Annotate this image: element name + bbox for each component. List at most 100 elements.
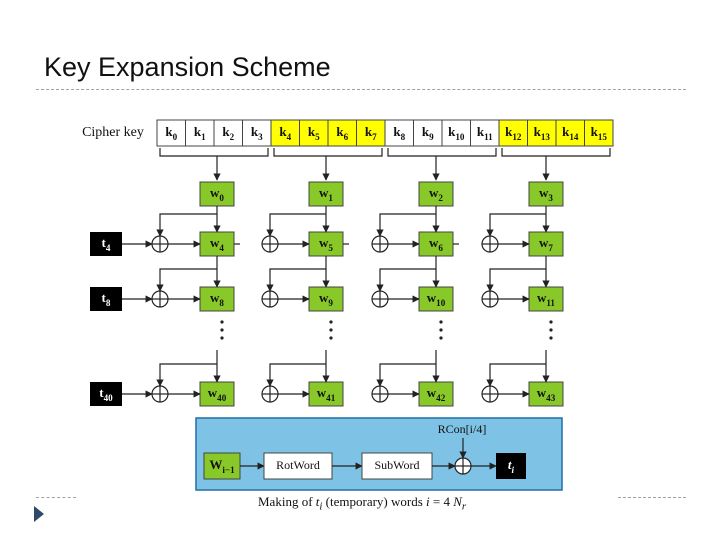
- ellipsis-dot: [220, 320, 224, 324]
- key-byte-cell: [498, 119, 528, 147]
- subword-box: [361, 452, 433, 480]
- ellipsis-dot: [549, 328, 553, 332]
- key-byte-label: k1: [194, 124, 206, 142]
- footer-divider-right: [618, 497, 686, 498]
- ellipsis-dot: [220, 328, 224, 332]
- word-to-xor-arrow: [486, 363, 546, 387]
- xor-icon: [371, 385, 389, 403]
- word-to-xor-arrow: [376, 363, 436, 387]
- xor-icon: [151, 290, 169, 308]
- word-box-label: w10: [427, 290, 446, 308]
- title-divider: [36, 89, 686, 90]
- word-box-label: w9: [319, 290, 333, 308]
- key-byte-cell: [213, 119, 243, 147]
- word-to-xor-arrow: [156, 213, 217, 237]
- key-byte-label: k2: [222, 124, 234, 142]
- key-byte-cell: [299, 119, 329, 147]
- xor-icon: [261, 385, 279, 403]
- word-box-label: w4: [210, 235, 224, 253]
- ellipsis-dot: [549, 320, 553, 324]
- xor-icon: [371, 290, 389, 308]
- word-to-xor-arrow: [156, 363, 217, 387]
- word-box: [528, 181, 564, 207]
- word-box-label: w43: [537, 385, 556, 403]
- footer-divider-left: [36, 497, 76, 498]
- key-group-bracket: [159, 148, 269, 157]
- key-byte-label: k14: [562, 124, 579, 142]
- word-box-label: w5: [319, 235, 333, 253]
- key-byte-label: k10: [448, 124, 465, 142]
- xor-icon: [261, 235, 279, 253]
- t-box-label: t40: [99, 385, 113, 403]
- t-box: [90, 382, 122, 406]
- inset-output-label: ti: [508, 457, 515, 475]
- word-to-xor-arrow: [376, 268, 436, 292]
- ellipsis-dot: [329, 328, 333, 332]
- key-group-bracket: [387, 148, 497, 157]
- word-box: [199, 181, 235, 207]
- key-byte-cell: [441, 119, 471, 147]
- word-box-label: w11: [537, 290, 555, 308]
- xor-icon: [481, 290, 499, 308]
- key-byte-label: k7: [365, 124, 377, 142]
- key-byte-label: k15: [591, 124, 608, 142]
- slide-title: Key Expansion Scheme: [44, 52, 331, 82]
- key-group-bracket: [273, 148, 383, 157]
- key-byte-cell: [356, 119, 386, 147]
- xor-icon: [481, 235, 499, 253]
- inset-input-box: [203, 452, 241, 480]
- word-box-label: w42: [427, 385, 446, 403]
- xor-icon: [261, 290, 279, 308]
- t-box-label: t8: [102, 290, 111, 308]
- ellipsis-dot: [329, 320, 333, 324]
- word-to-xor-arrow: [266, 268, 326, 292]
- key-byte-cell: [527, 119, 557, 147]
- rcon-label: RCon[i/4]: [438, 422, 487, 436]
- word-to-xor-arrow: [486, 213, 546, 237]
- inset-input-label: Wi−1: [209, 457, 235, 475]
- inset-xor-icon: [454, 457, 472, 475]
- word-box: [418, 231, 454, 257]
- word-to-xor-arrow: [266, 213, 326, 237]
- slide-bullet-icon: [34, 506, 44, 522]
- word-box: [308, 381, 344, 407]
- key-byte-cell: [470, 119, 500, 147]
- word-box-label: w6: [429, 235, 443, 253]
- word-box-label: w40: [208, 385, 227, 403]
- key-byte-cell: [413, 119, 443, 147]
- rotword-label: RotWord: [276, 458, 320, 472]
- key-byte-label: k13: [534, 124, 551, 142]
- ellipsis-dot: [439, 320, 443, 324]
- key-byte-cell: [584, 119, 614, 147]
- key-byte-label: k11: [477, 124, 493, 142]
- xor-icon: [151, 235, 169, 253]
- key-byte-label: k12: [505, 124, 522, 142]
- word-box: [418, 381, 454, 407]
- xor-icon: [481, 385, 499, 403]
- key-byte-label: k0: [165, 124, 177, 142]
- key-byte-label: k6: [336, 124, 348, 142]
- inset-caption: Making of ti (temporary) words i = 4 Nr: [258, 494, 467, 513]
- ellipsis-dot: [220, 336, 224, 340]
- cipher-key-label: Cipher key: [82, 125, 144, 140]
- ellipsis-dot: [549, 336, 553, 340]
- key-byte-label: k5: [308, 124, 320, 142]
- rotword-box: [263, 452, 333, 480]
- word-to-xor-arrow: [486, 268, 546, 292]
- word-box-label: w7: [539, 235, 553, 253]
- t-box-label: t4: [102, 235, 111, 253]
- word-to-xor-arrow: [266, 363, 326, 387]
- inset-output-box: [496, 453, 526, 479]
- key-byte-cell: [156, 119, 186, 147]
- word-to-xor-arrow: [156, 268, 217, 292]
- xor-icon: [371, 235, 389, 253]
- key-byte-cell: [185, 119, 215, 147]
- ellipsis-dot: [439, 328, 443, 332]
- t-box: [90, 232, 122, 256]
- key-byte-label: k8: [393, 124, 405, 142]
- word-box: [308, 181, 344, 207]
- word-box-label: w41: [317, 385, 336, 403]
- word-to-xor-arrow: [376, 213, 436, 237]
- key-byte-label: k4: [279, 124, 291, 142]
